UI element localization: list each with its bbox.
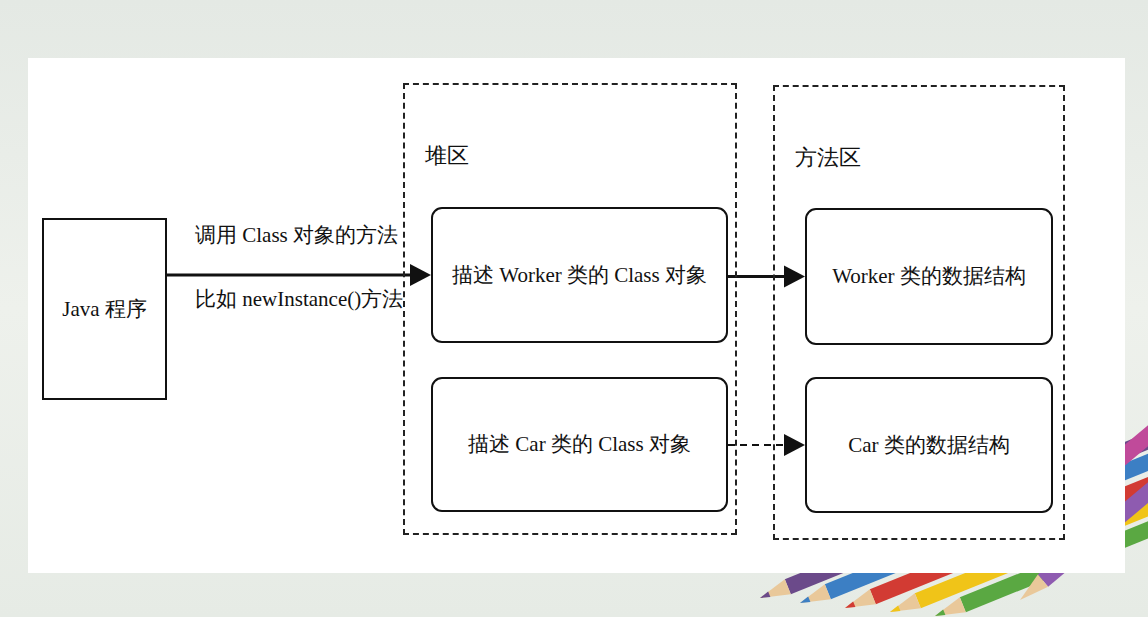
box-label: Worker 类的数据结构 xyxy=(832,263,1026,289)
region-heading: 堆区 xyxy=(425,141,469,171)
method-area-region: 方法区 Worker 类的数据结构 Car 类的数据结构 xyxy=(773,85,1065,540)
program-box: Java 程序 xyxy=(42,218,167,400)
class-data-box: Car 类的数据结构 xyxy=(805,377,1053,513)
heap-region: 堆区描述 Worker 类的 Class 对象描述 Car 类的 Class 对… xyxy=(403,83,737,535)
box-label: 描述 Worker 类的 Class 对象 xyxy=(452,262,707,288)
class-object-box: 描述 Worker 类的 Class 对象 xyxy=(431,207,728,343)
region-heading: 方法区 xyxy=(795,143,861,173)
edge-label: 调用 Class 对象的方法 比如 newInstance()方法 xyxy=(195,203,409,331)
arrow-connector xyxy=(728,266,805,288)
class-object-box: 描述 Car 类的 Class 对象 xyxy=(431,377,728,512)
box-label: Car 类的数据结构 xyxy=(848,432,1010,458)
box-label: Java 程序 xyxy=(62,296,147,322)
white-panel xyxy=(28,58,1125,573)
class-data-box: Worker 类的数据结构 xyxy=(805,208,1053,345)
box-label: 描述 Car 类的 Class 对象 xyxy=(468,431,691,457)
arrow-connector xyxy=(728,434,805,456)
arrow-connector xyxy=(167,264,431,286)
